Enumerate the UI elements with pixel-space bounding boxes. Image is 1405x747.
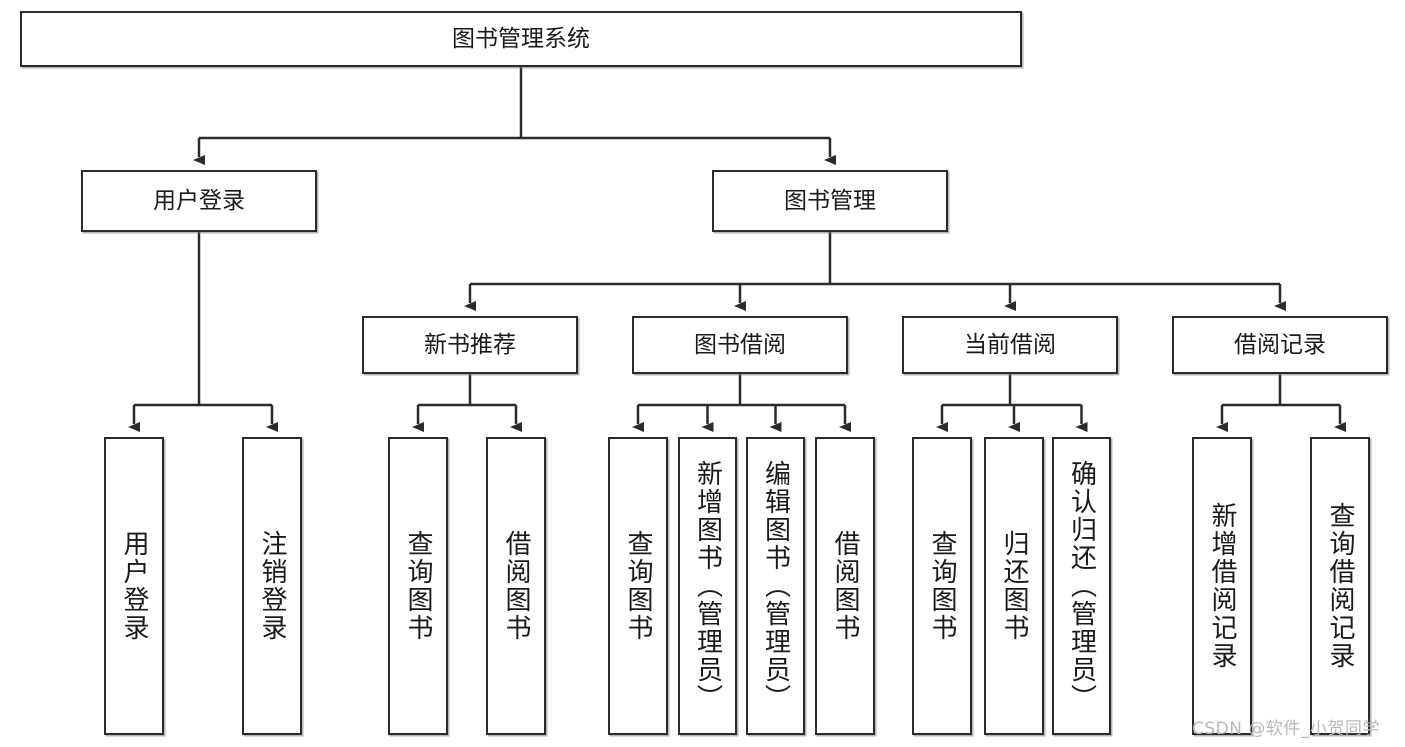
node-label: 确认归还（管理员） (1066, 460, 1097, 712)
node-current-borrow[interactable]: 当前借阅 (902, 316, 1118, 374)
node-leaf-borrow-book-2[interactable]: 借阅图书 (815, 437, 875, 735)
node-root[interactable]: 图书管理系统 (20, 11, 1022, 67)
node-book-manage[interactable]: 图书管理 (712, 170, 948, 232)
node-new-book-rec[interactable]: 新书推荐 (362, 316, 578, 374)
node-label: 借阅图书 (830, 530, 860, 642)
node-leaf-add-record[interactable]: 新增借阅记录 (1192, 437, 1252, 735)
node-label: 查询图书 (927, 530, 957, 642)
node-label: 图书借阅 (694, 331, 786, 358)
node-book-borrow[interactable]: 图书借阅 (632, 316, 848, 374)
node-leaf-borrow-book-1[interactable]: 借阅图书 (486, 437, 546, 735)
node-label: 归还图书 (999, 530, 1029, 642)
node-label: 新增借阅记录 (1207, 502, 1237, 670)
node-leaf-edit-book[interactable]: 编辑图书（管理员） (746, 437, 805, 735)
node-leaf-query-book-1[interactable]: 查询图书 (388, 437, 448, 735)
node-leaf-user-logout[interactable]: 注销登录 (242, 437, 302, 735)
node-leaf-query-book-2[interactable]: 查询图书 (608, 437, 668, 735)
node-label: 查询借阅记录 (1325, 502, 1355, 670)
watermark-text: CSDN @软件_小贺同学 (1192, 719, 1380, 739)
node-borrow-record[interactable]: 借阅记录 (1172, 316, 1388, 374)
node-leaf-user-login[interactable]: 用户登录 (104, 437, 164, 735)
node-label: 图书管理 (784, 187, 876, 214)
node-label: 新书推荐 (424, 331, 516, 358)
node-label: 借阅记录 (1234, 331, 1326, 358)
node-label: 当前借阅 (964, 331, 1056, 358)
node-leaf-confirm-return[interactable]: 确认归还（管理员） (1052, 437, 1111, 735)
node-label: 查询图书 (403, 530, 433, 642)
node-leaf-add-book[interactable]: 新增图书（管理员） (678, 437, 737, 735)
node-label: 图书管理系统 (452, 25, 590, 52)
node-leaf-query-book-3[interactable]: 查询图书 (912, 437, 972, 735)
node-label: 借阅图书 (501, 530, 531, 642)
node-user-login[interactable]: 用户登录 (81, 170, 317, 232)
node-label: 注销登录 (257, 530, 287, 642)
node-leaf-return-book[interactable]: 归还图书 (984, 437, 1044, 735)
node-label: 新增图书（管理员） (692, 460, 723, 712)
node-label: 用户登录 (119, 530, 149, 642)
node-label: 用户登录 (153, 187, 245, 214)
node-label: 编辑图书（管理员） (760, 460, 791, 712)
node-label: 查询图书 (623, 530, 653, 642)
node-leaf-query-record[interactable]: 查询借阅记录 (1310, 437, 1370, 735)
